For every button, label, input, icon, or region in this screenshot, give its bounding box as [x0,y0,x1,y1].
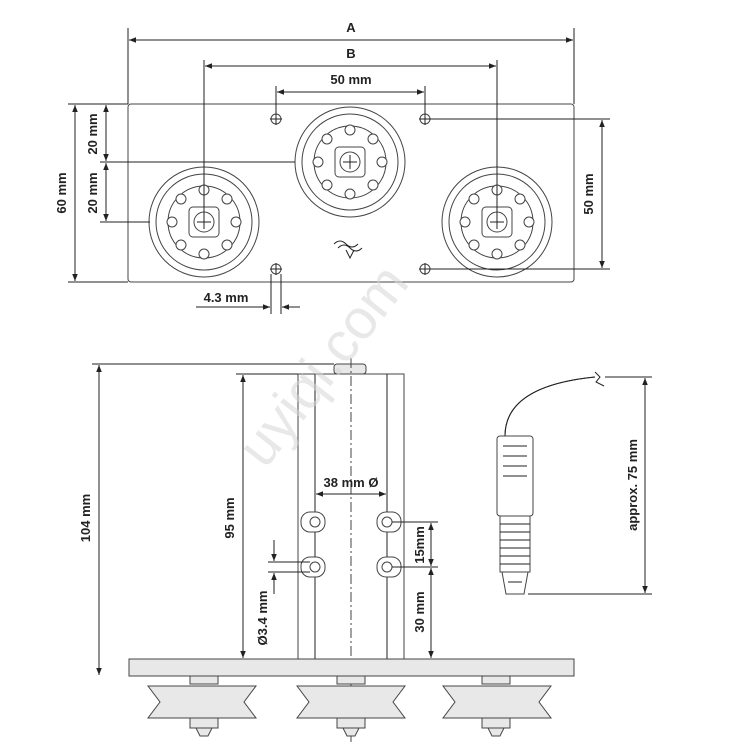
dim-60mm-label: 60 mm [54,172,69,213]
dim-a-label: A [346,20,356,35]
dimension-b: B [203,46,498,222]
dim-20mm-lower-label: 20 mm [85,172,100,213]
dim-50mm-top-label: 50 mm [330,72,371,87]
dim-75mm-label: approx. 75 mm [625,439,640,531]
dim-95mm-label: 95 mm [222,497,237,538]
dim-30mm-label: 30 mm [412,591,427,632]
dim-20mm-upper-label: 20 mm [85,113,100,154]
dimension-3-4mm: Ø3.4 mm [255,540,310,645]
dimension-75mm: approx. 75 mm [528,376,652,595]
dim-15mm-label: 15mm [412,526,427,564]
dimension-4-3mm: 4.3 mm [196,274,300,314]
side-view: 104 mm 95 mm 38 mm Ø Ø3.4 mm 15mm [78,358,652,742]
base-plate-side [128,658,575,677]
dimension-hole-spacing: 50 mm [275,72,426,114]
top-view: A B 50 mm 60 mm 20 mm [54,20,610,314]
wheel-middle-top [294,106,406,218]
dim-4-3mm-label: 4.3 mm [204,290,249,305]
dim-50mm-right-label: 50 mm [581,173,596,214]
dimension-38mm-diameter: 38 mm Ø [316,475,386,497]
dimension-30mm: 30 mm [412,568,434,658]
tube-mounting-holes [300,511,402,578]
dimension-104mm: 104 mm [78,363,334,675]
mounting-holes-top [270,113,431,275]
dim-3-4mm-label: Ø3.4 mm [255,591,270,646]
cable-connector [496,371,605,595]
dimension-95mm: 95 mm [222,373,298,658]
dimension-a: A [127,20,575,104]
wheel-left-side [147,675,257,737]
dimension-20mm-pair: 20 mm 20 mm [85,105,295,223]
dimension-50mm-right: 50 mm [431,118,610,270]
dim-b-label: B [346,46,355,61]
dimension-15mm: 15mm [392,521,438,568]
dim-38mm-label: 38 mm Ø [324,475,379,490]
wheel-right-side [442,675,552,737]
brand-logo-mark [333,240,363,260]
wheel-middle-side [296,675,406,737]
dimension-60mm: 60 mm [54,103,128,283]
dim-104mm-label: 104 mm [78,494,93,542]
